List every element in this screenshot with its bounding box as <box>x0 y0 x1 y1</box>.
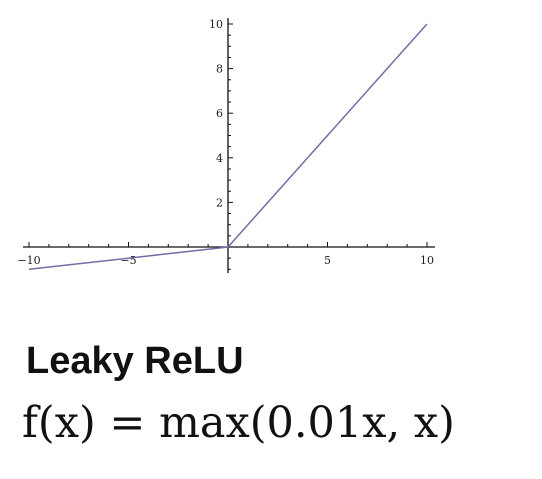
axes <box>23 18 435 273</box>
leaky-relu-line <box>28 23 428 271</box>
formula-text: f(x) = max(0.01x, x) <box>22 398 455 448</box>
x-tick-label: −10 <box>17 254 40 267</box>
tick-labels: −10 −5 5 10 2 4 6 8 10 <box>17 18 434 267</box>
chart-caption-title: Leaky ReLU <box>26 340 244 382</box>
x-tick-label: −5 <box>120 254 136 267</box>
tick-marks <box>28 23 428 270</box>
x-tick-label: 5 <box>324 254 331 267</box>
leaky-relu-plot: −10 −5 5 10 2 4 6 8 10 <box>17 18 435 273</box>
y-tick-label: 8 <box>216 63 223 76</box>
y-tick-label: 4 <box>216 152 223 165</box>
y-tick-label: 10 <box>209 18 223 31</box>
y-tick-label: 2 <box>216 196 223 209</box>
y-tick-label: 6 <box>216 107 223 120</box>
series-layer <box>28 23 428 271</box>
x-tick-label: 10 <box>420 254 434 267</box>
